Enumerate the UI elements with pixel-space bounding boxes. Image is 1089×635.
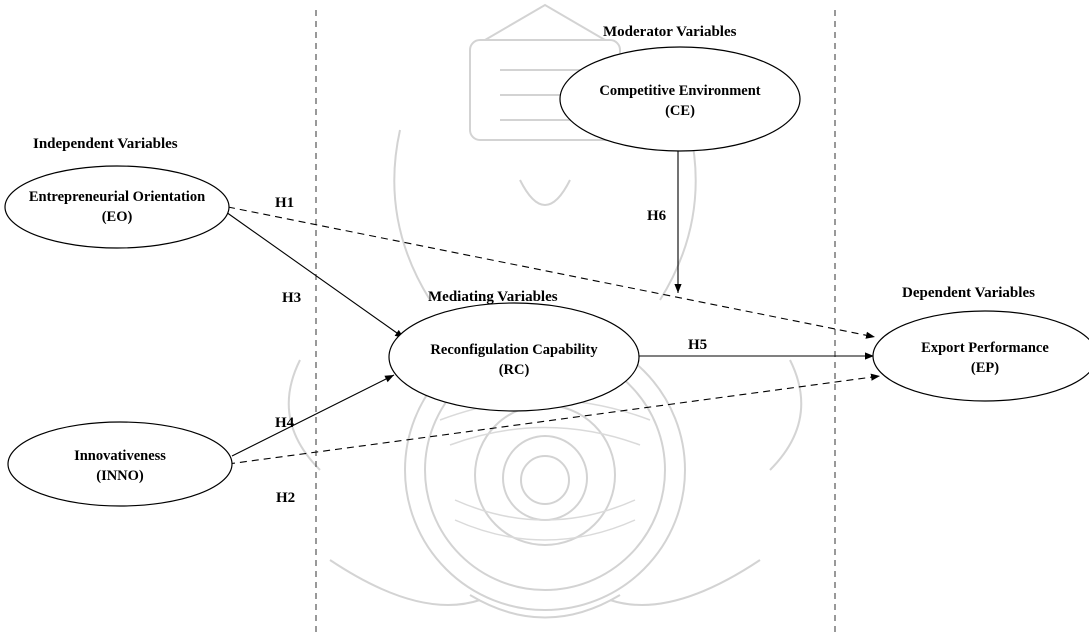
- node-competitive-environment: Competitive Environment (CE): [559, 46, 801, 152]
- label-mediating-variables: Mediating Variables: [428, 289, 558, 305]
- node-ce-abbrev: (CE): [665, 103, 695, 119]
- node-inno-abbrev: (INNO): [96, 468, 144, 484]
- edge-h4-inno-to-rc: [231, 374, 395, 457]
- label-moderator-variables: Moderator Variables: [603, 24, 737, 40]
- node-entrepreneurial-orientation: Entrepreneurial Orientation (EO): [4, 165, 230, 249]
- hypothesis-h3: H3: [282, 290, 301, 306]
- hypothesis-h1: H1: [275, 195, 294, 211]
- hypothesis-h4: H4: [275, 415, 295, 431]
- label-dependent-variables: Dependent Variables: [902, 285, 1035, 301]
- node-rc-name: Reconfigulation Capability: [430, 342, 598, 358]
- node-reconfigulation-capability: Reconfigulation Capability (RC): [388, 302, 640, 412]
- label-independent-variables: Independent Variables: [33, 136, 178, 152]
- watermark-seal: [287, 3, 803, 619]
- node-innovativeness: Innovativeness (INNO): [7, 421, 233, 507]
- hypothesis-h2: H2: [276, 490, 295, 506]
- edge-h2-inno-to-ep: [227, 373, 881, 465]
- node-ce-name: Competitive Environment: [599, 83, 760, 99]
- node-inno-name: Innovativeness: [74, 448, 166, 464]
- node-rc-abbrev: (RC): [499, 362, 530, 378]
- node-eo-name: Entrepreneurial Orientation: [29, 189, 205, 205]
- node-eo-abbrev: (EO): [102, 209, 133, 225]
- hypothesis-h5: H5: [688, 337, 707, 353]
- edge-h3-eo-to-rc: [225, 211, 405, 339]
- node-ep-abbrev: (EP): [971, 360, 999, 376]
- hypothesis-h6: H6: [647, 208, 667, 224]
- node-export-performance: Export Performance (EP): [872, 310, 1089, 402]
- edge-h1-eo-to-ep: [227, 206, 876, 339]
- node-ep-name: Export Performance: [921, 340, 1049, 356]
